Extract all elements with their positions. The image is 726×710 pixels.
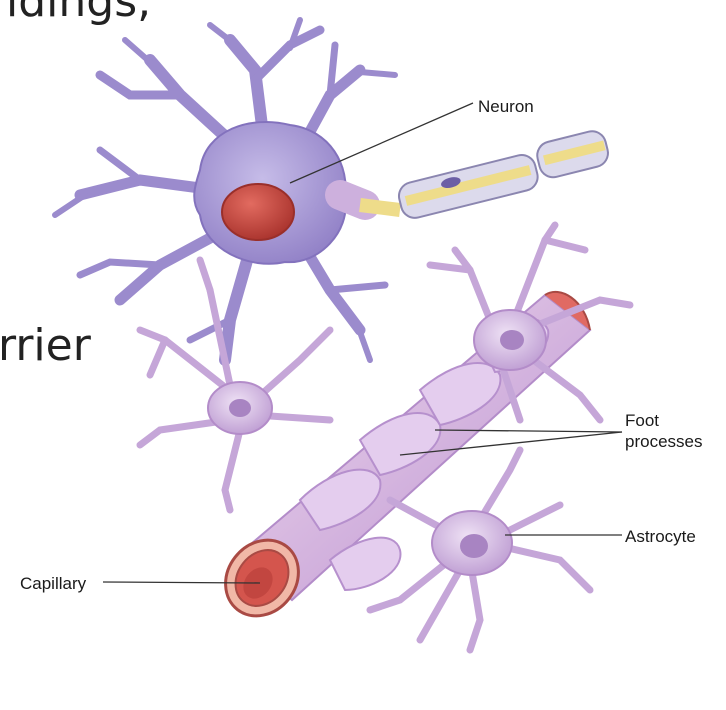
neuron-nucleus <box>221 183 295 241</box>
callout-lines <box>102 102 623 584</box>
capillary-leader-line <box>102 581 261 584</box>
slide-text-fragment-top: ldings, <box>6 0 152 27</box>
label-neuron: Neuron <box>478 97 534 116</box>
neuron-leader-line <box>289 102 474 184</box>
astrocyte-lower <box>366 446 594 654</box>
label-foot-processes: Foot processes <box>625 410 702 453</box>
label-foot-processes-line2: processes <box>625 432 703 452</box>
neuron <box>52 17 398 366</box>
foot-processes-leader-line-2 <box>399 431 623 456</box>
label-astrocyte: Astrocyte <box>625 527 696 546</box>
astrocyte-left <box>136 256 334 514</box>
foot-processes-leader-line-1 <box>434 429 623 433</box>
astrocyte-upper <box>426 221 634 424</box>
label-capillary: Capillary <box>20 574 87 593</box>
label-foot-processes-line1: Foot <box>625 411 660 430</box>
axon <box>325 130 609 220</box>
slide-text-fragment-middle: rrier <box>0 320 91 371</box>
